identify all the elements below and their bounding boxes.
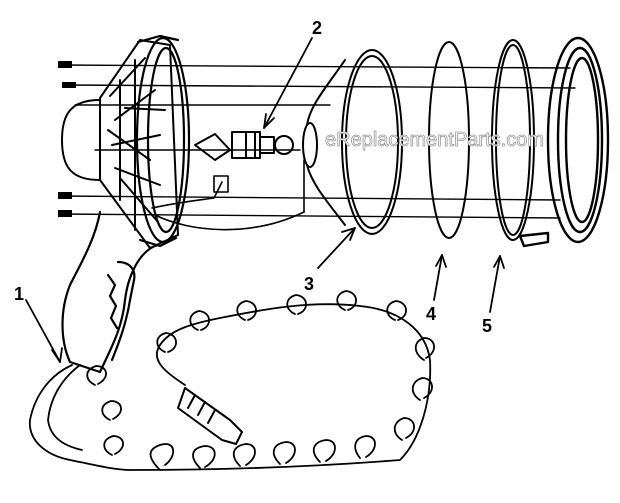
bulb-assembly [194, 131, 294, 161]
callout-2: 2 [312, 18, 322, 38]
housing-cone [99, 39, 179, 249]
reflector [302, 49, 403, 235]
internal-wiring [151, 159, 305, 231]
callout-5: 5 [482, 316, 492, 336]
front-retaining-ring [518, 36, 610, 248]
coiled-power-cord [29, 290, 435, 471]
callout-4: 4 [426, 304, 436, 324]
housing-front-bezel [135, 34, 191, 248]
gasket [491, 39, 535, 241]
lens [428, 41, 470, 239]
callout-1: 1 [14, 284, 24, 304]
lighter-plug [177, 387, 243, 445]
mounting-screws [58, 61, 76, 217]
callout-leader-lines [25, 37, 505, 363]
pistol-grip-handle [61, 210, 160, 374]
watermark-text: eReplacementParts.com [325, 129, 544, 151]
callout-3: 3 [304, 274, 314, 294]
housing-rear-cap [61, 99, 101, 181]
assembly-guide-lines [59, 64, 576, 219]
